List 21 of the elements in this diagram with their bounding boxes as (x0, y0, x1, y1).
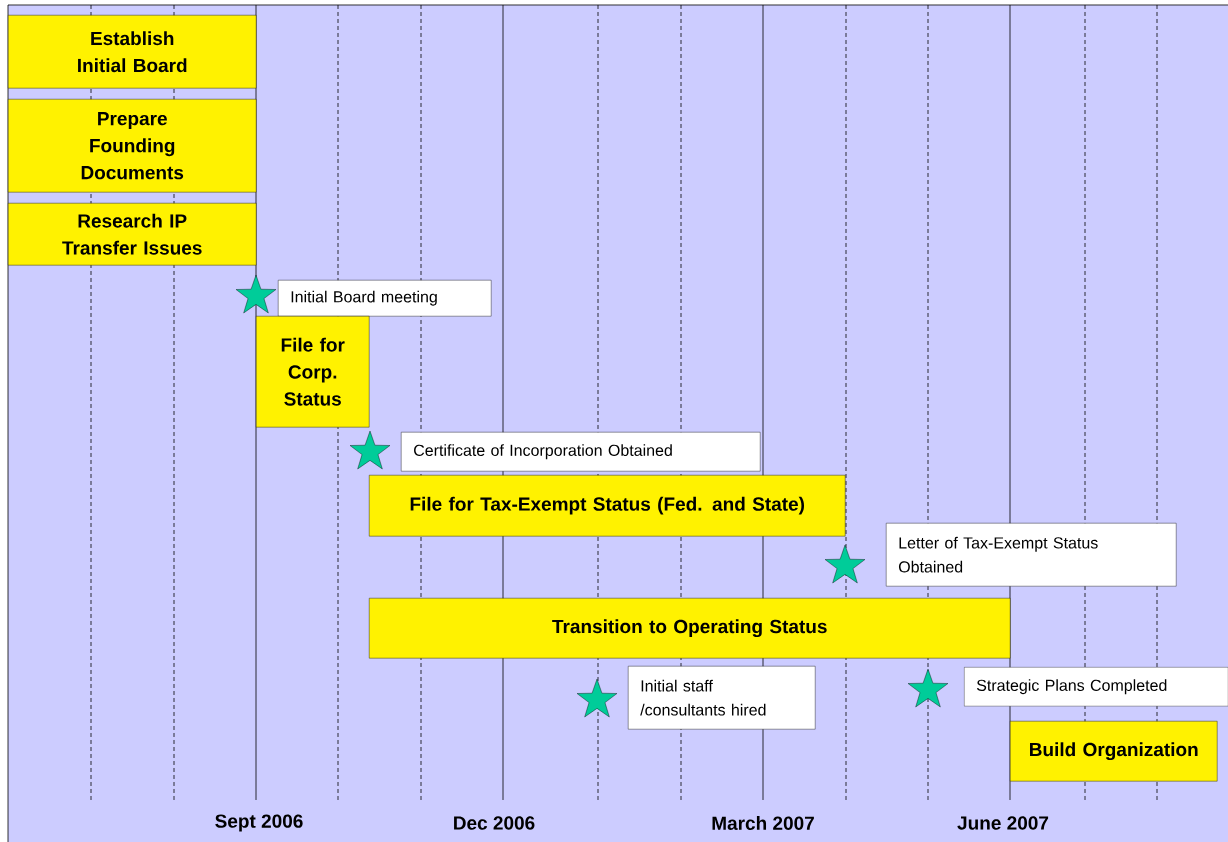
task-bar: Build Organization (1010, 721, 1218, 782)
task-bar: Research IP Transfer Issues (8, 203, 257, 266)
milestone-note: Certificate of Incorporation Obtained (401, 432, 761, 472)
axis-label: March 2007 (712, 816, 814, 830)
task-bar: Prepare Founding Documents (8, 99, 257, 193)
milestone-note: Initial Board meeting (278, 280, 492, 317)
milestone-star (824, 544, 866, 584)
milestone-note: Letter of Tax-Exempt Status Obtained (886, 523, 1177, 587)
task-bar: Transition to Operating Status (369, 598, 1011, 659)
axis-label: Sept 2006 (215, 814, 303, 832)
milestone-note: Strategic Plans Completed (964, 667, 1228, 707)
task-bar: File for Tax-Exempt Status (Fed. and State) (369, 475, 846, 537)
milestone-star (349, 430, 391, 470)
task-bar: File for Corp. Status (256, 316, 370, 428)
milestone-star (907, 668, 949, 708)
axis-label: Dec 2006 (454, 816, 535, 830)
axis-label: June 2007 (957, 816, 1049, 830)
milestone-note: Initial staff /consultants hired (628, 666, 816, 730)
task-bar: Establish Initial Board (8, 15, 257, 89)
milestone-star (576, 678, 618, 718)
milestone-star (235, 274, 277, 314)
